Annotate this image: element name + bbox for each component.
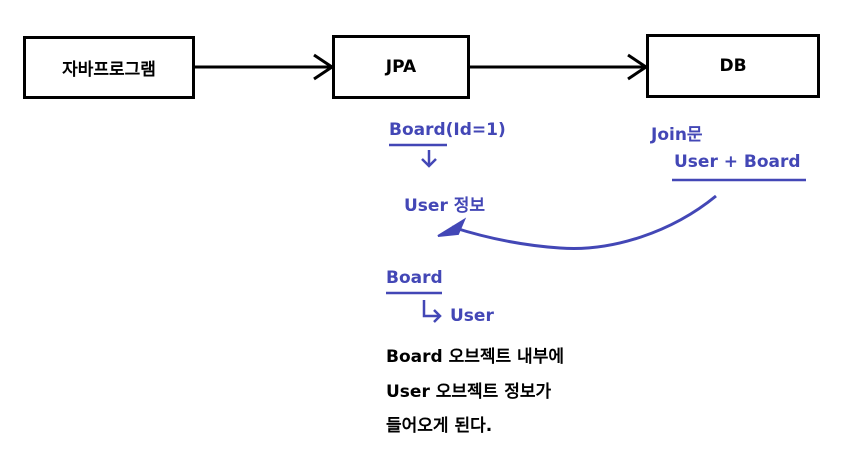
explanation-line-2: User 오브젝트 정보가 [386,382,552,402]
down-arrow-head [421,158,437,168]
db-box: DB [646,34,820,98]
hook-arrow [422,300,440,318]
program-box-label: 자바프로그램 [62,60,156,80]
board-id-label: Board(Id=1) [389,120,506,140]
db-box-label: DB [719,56,747,76]
board-label: Board [386,268,443,288]
hook-arrowhead [433,309,442,323]
join-label: Join문 [651,125,703,145]
explanation-line-3: 들어오게 된다. [386,416,493,436]
jpa-box: JPA [332,35,470,99]
user-board-label: User + Board [674,152,801,172]
curved-arrow-join-to-user [451,194,717,250]
program-box: 자바프로그램 [23,36,195,99]
user-label: User [450,306,494,326]
jpa-box-label: JPA [385,57,417,77]
curved-arrowhead [437,217,467,237]
explanation-line-1: Board 오브젝트 내부에 [386,347,564,367]
user-info-label: User 정보 [404,196,486,216]
